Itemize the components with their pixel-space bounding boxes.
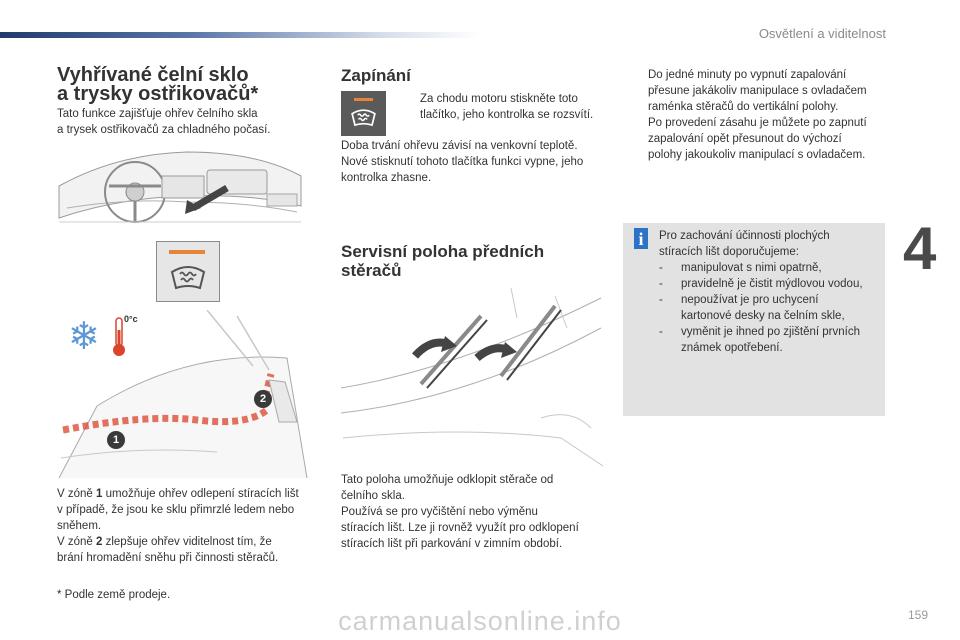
duration-text: Doba trvání ohřevu závisí na venkovní te… [341,140,584,184]
header-accent-bar [0,32,480,38]
list-item: -manipulovat s nimi opatrně, [659,262,822,274]
wiper-service-illustration [341,288,603,467]
windscreen-heating-icon [170,266,206,290]
zone-description: V zóně 1 umožňuje ohřev odlepení stírací… [57,488,299,564]
chapter-number: 4 [903,215,937,282]
watermark: carmanualsonline.info [338,606,622,636]
wiper-service-position-title: Servisní poloha předních stěračů [341,242,545,280]
footnote: * Podle země prodeje. [57,589,171,601]
heated-windscreen-button [341,91,386,136]
service-position-text: Tato poloha umožňuje odklopit stěrače od… [341,474,579,550]
info-intro: Pro zachování účinnosti plochých stírací… [659,230,830,258]
wiper-instruction-2: Po provedení zásahu je můžete po zapnutí… [648,117,867,161]
button-indicator-light [169,250,205,254]
thermometer-icon [113,317,125,356]
dashboard-illustration [58,151,302,223]
callout-zone-1: 1 [107,431,125,449]
switch-on-instruction: Za chodu motoru stiskněte toto tlačítko,… [420,93,594,121]
button-indicator-light-small [354,98,373,101]
info-box: i Pro zachování účinnosti plochých stíra… [623,223,885,416]
title-line-2: a trysky ostřikovačů* [57,83,259,105]
temperature-label: 0°c [124,314,138,324]
heated-windscreen-button-large [156,241,220,302]
title-line-1: Vyhřívané čelní sklo [57,64,249,86]
callout-zone-2: 2 [254,390,272,408]
section-title: Osvětlení a viditelnost [758,26,886,41]
list-item: -pravidelně je čistit mýdlovou vodou, [659,278,863,290]
wiper-instruction-1: Do jedné minuty po vypnutí zapalování př… [648,69,867,113]
info-list: -manipulovat s nimi opatrně, -pravidelně… [659,260,881,356]
heated-windscreen-intro: Tato funkce zajišťuje ohřev čelního skla… [57,108,271,136]
windscreen-heating-icon-small [351,109,376,127]
info-icon: i [634,228,648,249]
heated-windscreen-title: Vyhřívané čelní sklo a trysky ostřikovač… [57,64,259,105]
snowflake-icon: ❄ [68,316,100,358]
switching-on-title: Zapínání [341,66,411,85]
page-number: 159 [908,608,929,622]
